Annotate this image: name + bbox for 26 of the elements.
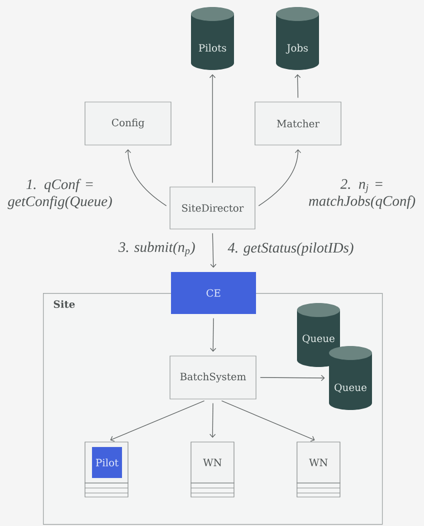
arrow [209,74,216,184]
server-box: WN [190,442,234,498]
edge-label: 1. qConf = getConfig(Queue) [0,177,120,211]
edge-label: 3. submit(n$_{p}$) [116,240,197,258]
arrow [210,318,216,352]
database-cylinder: Queue [329,346,372,410]
arrow [294,74,301,98]
curved-arrow [258,149,302,206]
database-cylinder: Jobs [276,7,319,70]
highlighted-box: Pilot [92,447,122,478]
edge-label: 2. n$_{j}$ = matchJobs(qConf) [302,178,422,210]
arrow [110,400,205,442]
database-cylinder: Queue [297,303,340,367]
arrow [210,402,216,438]
process-box: Config [84,102,172,146]
highlighted-box: CE [171,272,256,314]
arrow [260,374,325,382]
process-box: SiteDirector [170,186,256,230]
curved-arrow [124,149,167,206]
server-box: WN [296,442,340,498]
process-box: Matcher [254,102,342,146]
call-label: 4. getStatus(pilotIDs) [226,240,356,258]
arrow [210,232,216,268]
process-box: BatchSystem [170,356,256,400]
database-cylinder: Pilots [191,7,234,70]
arrow [221,400,315,442]
